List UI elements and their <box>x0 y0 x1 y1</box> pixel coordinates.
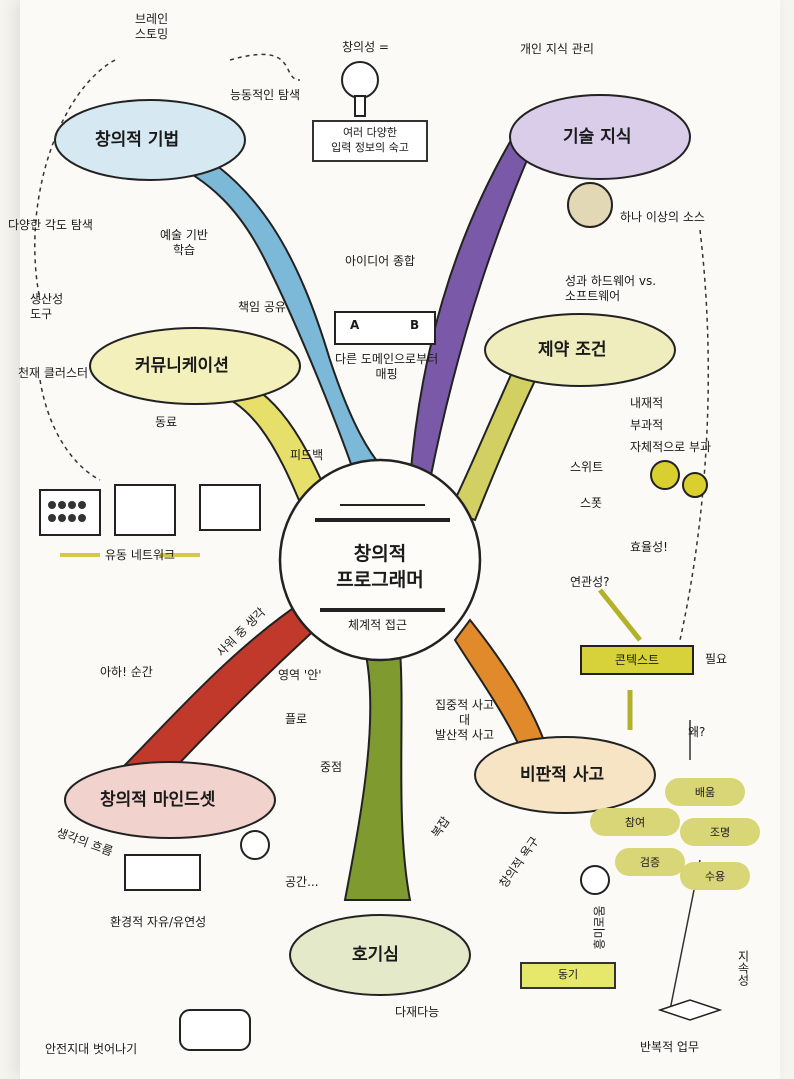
branch-label-communication: 커뮤니케이션 <box>135 356 229 376</box>
note-map-a: A <box>350 318 360 332</box>
note-need: 필요 <box>705 652 728 666</box>
center-title-line2: 프로그래머 <box>336 569 424 591</box>
note-imposed: 부과적 <box>630 418 664 432</box>
pill-lighting: 조명 <box>680 818 760 846</box>
note-art-learning: 예술 기반 학습 <box>160 228 208 257</box>
note-brainstorm: 브레인 스토밍 <box>135 12 169 41</box>
note-zone-in: 영역 '안' <box>278 668 322 682</box>
pill-verify: 검증 <box>615 848 685 876</box>
note-map-b: B <box>410 318 420 332</box>
branch-constraints <box>448 353 547 522</box>
note-interest: 흥미로움 <box>592 905 607 950</box>
branch-label-constraints: 제약 조건 <box>538 340 607 360</box>
node-communication <box>89 327 301 405</box>
note-multi-talent: 다재다능 <box>395 1005 440 1019</box>
note-creativity-eq: 창의성 = <box>342 40 389 54</box>
note-creativity-def: 여러 다양한 입력 정보의 숙고 <box>312 120 428 162</box>
note-sweet: 스위트 <box>570 460 604 474</box>
note-self-imposed: 자체적으로 부과 <box>630 440 712 454</box>
note-leave-comfort: 안전지대 벗어나기 <box>45 1042 138 1056</box>
pill-participation: 참여 <box>590 808 680 836</box>
center-subtitle: 체계적 접근 <box>348 618 408 632</box>
note-repetitive: 반복적 업무 <box>640 1040 700 1054</box>
note-diverse-angles: 다양한 각도 탐색 <box>8 218 93 232</box>
branch-label-knowledge: 기술 지식 <box>563 127 632 147</box>
node-constraints <box>484 313 676 387</box>
note-genius-cluster: 천재 클러스터 <box>18 366 89 380</box>
note-active-explore: 능동적인 탐색 <box>230 88 301 102</box>
note-context: 콘텍스트 <box>580 645 694 675</box>
branch-label-techniques: 창의적 기법 <box>95 130 180 150</box>
note-env-freedom: 환경적 자유/유연성 <box>110 915 207 929</box>
branch-knowledge <box>408 123 542 481</box>
note-perf-hw-sw: 성과 하드웨어 vs. 소프트웨어 <box>565 274 657 303</box>
note-pkm: 개인 지식 관리 <box>520 42 594 56</box>
note-internal: 내재적 <box>630 396 664 410</box>
node-curiosity <box>289 914 471 996</box>
note-focus: 중점 <box>320 760 343 774</box>
node-critical <box>474 736 656 814</box>
branch-label-curiosity: 호기심 <box>352 945 399 965</box>
pill-accept: 수용 <box>680 862 750 890</box>
note-why: 왜? <box>688 725 706 739</box>
note-aha: 아하! 순간 <box>100 665 153 679</box>
center-title-line1: 창의적 <box>353 543 407 566</box>
note-sustained: 지속성 <box>736 950 750 986</box>
node-mindset <box>64 761 276 839</box>
node-techniques <box>54 99 246 181</box>
note-conv-div: 집중적 사고 대 발산적 사고 <box>435 698 495 742</box>
note-relevance: 연관성? <box>570 575 610 589</box>
note-flow-network: 유동 네트워크 <box>105 548 176 562</box>
note-peers: 동료 <box>155 415 178 429</box>
note-responsibility: 책임 공유 <box>238 300 286 314</box>
branch-curiosity <box>343 649 412 901</box>
note-flow: 플로 <box>285 712 308 726</box>
note-spot: 스폿 <box>580 496 603 510</box>
note-feedback: 피드백 <box>290 448 324 462</box>
branch-label-critical: 비판적 사고 <box>520 765 605 785</box>
branch-label-mindset: 창의적 마인드셋 <box>100 790 216 810</box>
note-productivity: 생산성 도구 <box>30 292 64 321</box>
note-space: 공간... <box>285 875 319 889</box>
note-idea-combo: 아이디어 종합 <box>345 254 416 268</box>
note-motivation: 동기 <box>520 962 616 989</box>
center-topic: 창의적 프로그래머 <box>300 528 460 608</box>
note-one-more-source: 하나 이상의 소스 <box>620 210 705 224</box>
pill-learning: 배움 <box>665 778 745 806</box>
note-mapping: 다른 도메인으로부터 매핑 <box>335 352 439 381</box>
node-knowledge <box>509 94 691 180</box>
note-efficiency: 효율성! <box>630 540 668 554</box>
